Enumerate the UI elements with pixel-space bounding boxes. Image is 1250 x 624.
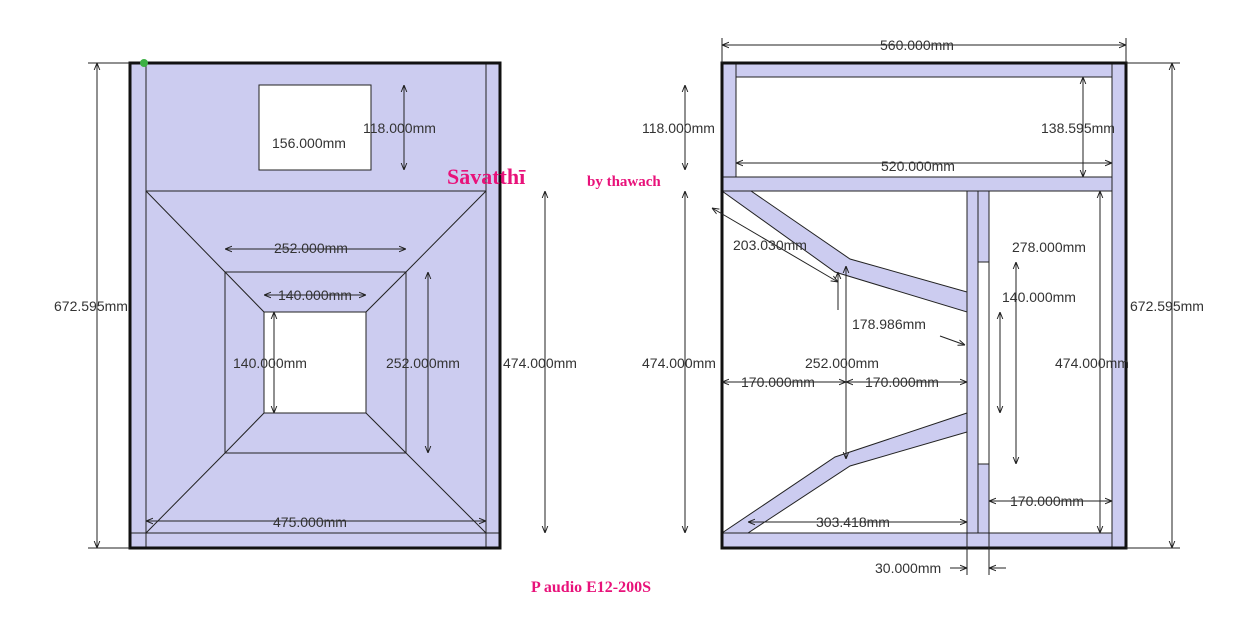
side-horn-segment-2: 178.986mm	[852, 316, 926, 332]
side-total-width: 560.000mm	[880, 37, 954, 53]
origin-marker	[140, 59, 148, 67]
front-port-height: 118.000mm	[363, 120, 436, 136]
bottom-board	[721, 532, 1127, 549]
front-view: 672.595mm 156.000mm 118.000mm 252.000mm …	[54, 59, 577, 550]
side-bottom-run: 303.418mm	[816, 514, 890, 530]
lower-horn-wall	[720, 412, 968, 534]
front-top-board	[721, 62, 737, 192]
front-throat-height: 140.000mm	[233, 355, 307, 371]
side-half-left: 170.000mm	[741, 374, 815, 390]
front-port-width: 156.000mm	[272, 135, 346, 151]
driver-model-label: P audio E12-200S	[531, 579, 651, 596]
front-horn-height: 474.000mm	[503, 355, 577, 371]
side-horn-height-left: 474.000mm	[642, 355, 716, 371]
side-top-chamber-height: 118.000mm	[642, 120, 715, 136]
side-inner-width: 520.000mm	[881, 158, 955, 174]
side-horn-wall-segment: 203.030mm	[733, 237, 807, 253]
side-total-height: 672.595mm	[1130, 298, 1204, 314]
side-horn-mouth: 252.000mm	[805, 355, 879, 371]
side-view: 560.000mm 118.000mm 138.595mm 520.000mm …	[642, 37, 1204, 576]
front-horn-mouth-width: 475.000mm	[273, 514, 347, 530]
side-driver-opening: 140.000mm	[1002, 289, 1076, 305]
side-half-right: 170.000mm	[865, 374, 939, 390]
horn-mid-frame	[224, 271, 407, 454]
side-rear-chamber-depth: 170.000mm	[1010, 493, 1084, 509]
top-board	[721, 62, 1127, 78]
brand-title: Sāvatthī	[447, 164, 526, 189]
front-total-height: 672.595mm	[54, 298, 128, 314]
side-driver-depth: 278.000mm	[1012, 239, 1086, 255]
side-horn-height-right: 474.000mm	[1055, 355, 1129, 371]
shelf-board	[721, 176, 1113, 192]
author-label: by thawach	[587, 174, 661, 190]
side-top-chamber-inner: 138.595mm	[1041, 120, 1115, 136]
port-opening	[258, 84, 372, 171]
throat-opening	[263, 311, 367, 414]
front-horn-mid-width: 252.000mm	[274, 240, 348, 256]
side-board-thickness: 30.000mm	[875, 560, 941, 576]
front-horn-mid-height: 252.000mm	[386, 355, 460, 371]
front-throat-width: 140.000mm	[278, 287, 352, 303]
